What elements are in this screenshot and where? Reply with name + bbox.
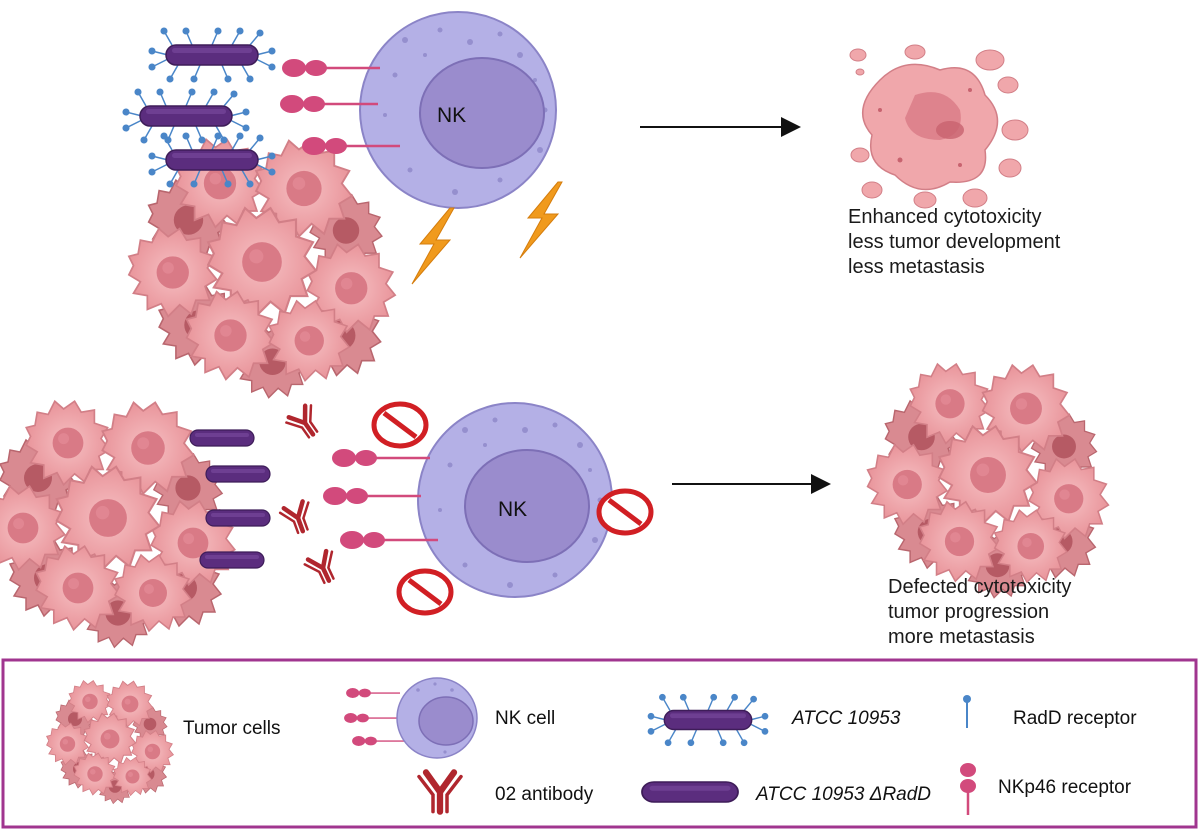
bottom-outcome-tumor-cluster bbox=[868, 364, 1109, 598]
legend-nk-cell-icon bbox=[343, 677, 478, 759]
legend-atcc-label: ATCC 10953 bbox=[792, 708, 901, 729]
bottom-outcome-text: Defected cytotoxicity tumor progression … bbox=[888, 575, 1071, 650]
top-outcome-line-3: less metastasis bbox=[848, 256, 985, 278]
top-nk-cell bbox=[359, 11, 557, 209]
legend-atcc-delta-label: ATCC 10953 ΔRadD bbox=[756, 784, 932, 805]
legend-radd-receptor-label: RadD receptor bbox=[1013, 708, 1137, 729]
legend-radd-receptor-icon bbox=[963, 695, 971, 728]
top-tumor-cluster bbox=[129, 139, 395, 397]
legend-nk-cell-label: NK cell bbox=[495, 708, 556, 729]
top-bacteria-with-radd bbox=[122, 27, 276, 188]
bottom-outcome-line-3: more metastasis bbox=[888, 626, 1035, 648]
legend-atcc-delta-icon bbox=[641, 781, 739, 803]
top-outcome-line-1: Enhanced cytotoxicity bbox=[848, 206, 1042, 228]
dispersed-tumor-icon bbox=[849, 44, 1029, 209]
bottom-nk-cell bbox=[417, 402, 613, 598]
legend-tumor-cells-label: Tumor cells bbox=[183, 718, 281, 739]
legend-antibody-icon bbox=[419, 772, 461, 811]
legend-box bbox=[1, 658, 1198, 829]
legend-atcc-icon bbox=[647, 693, 769, 747]
top-outcome-text: Enhanced cytotoxicity less tumor develop… bbox=[848, 205, 1060, 280]
bottom-nk-label: NK bbox=[498, 498, 527, 521]
legend-antibody-label: 02 antibody bbox=[495, 784, 594, 805]
legend-nkp46-receptor-label: NKp46 receptor bbox=[998, 777, 1132, 798]
bottom-outcome-line-2: tumor progression bbox=[888, 601, 1050, 623]
top-outcome-line-2: less tumor development bbox=[848, 231, 1061, 253]
legend-nkp46-receptor-icon bbox=[960, 763, 976, 815]
top-nk-label: NK bbox=[437, 104, 466, 127]
bottom-outcome-line-1: Defected cytotoxicity bbox=[888, 576, 1072, 598]
legend-tumor-icon bbox=[47, 681, 174, 804]
